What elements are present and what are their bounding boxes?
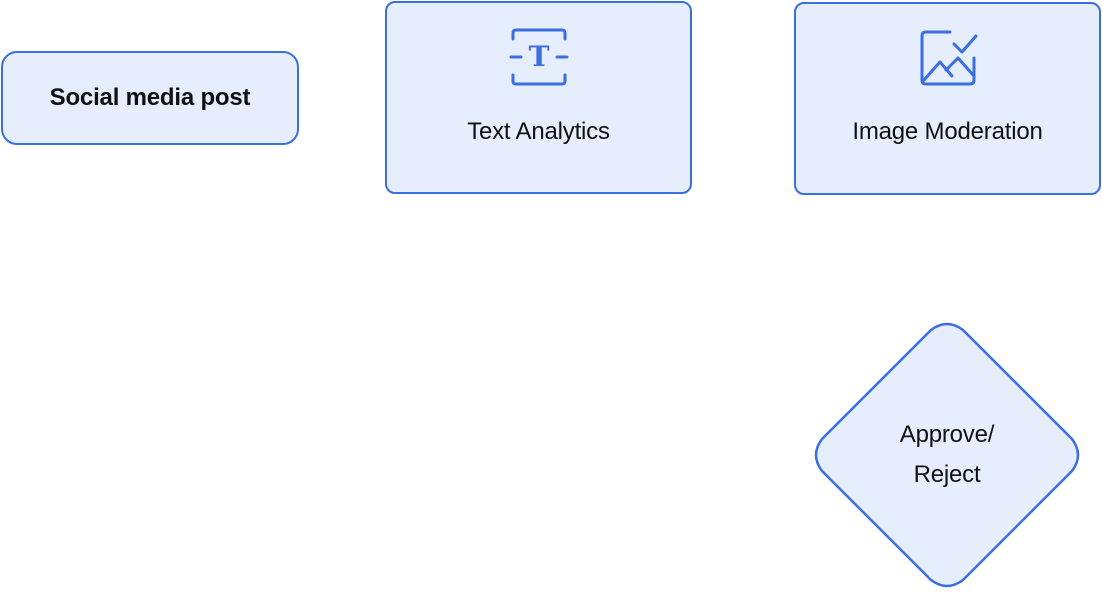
image-moderation-label: Image Moderation [852,118,1043,145]
image-check-icon [920,30,977,86]
social-media-post-node: Social media post [1,51,299,145]
approve-reject-label: Approve/ Reject [899,421,995,488]
social-media-post-label: Social media post [49,84,251,111]
text-icon: T [509,28,568,86]
text-analytics-node: T Text Analytics [385,1,692,194]
text-analytics-label: Text Analytics [467,118,610,145]
svg-text:T: T [528,40,549,73]
approve-reject-label-wrap: Approve/ Reject [813,321,1081,589]
decision-diamond-shape [814,322,1080,588]
approve-reject-decision-node: Approve/ Reject [813,321,1081,589]
image-moderation-node: Image Moderation [794,2,1101,195]
